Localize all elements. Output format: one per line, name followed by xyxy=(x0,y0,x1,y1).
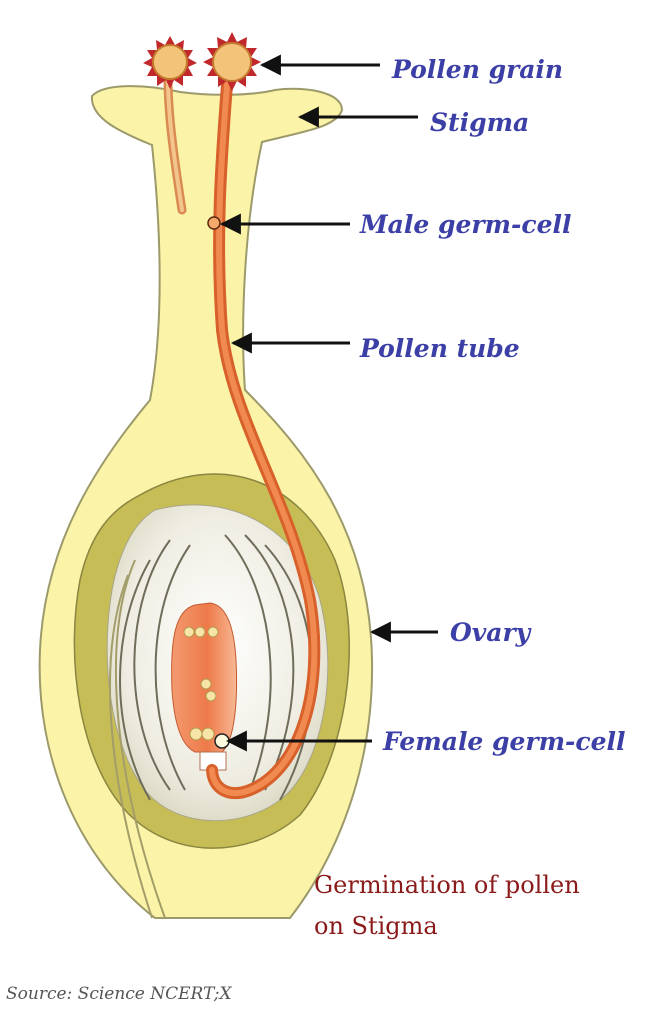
embryo-sac-nuclei xyxy=(183,626,228,747)
pointer-arrows xyxy=(219,54,438,752)
caption-line-2: on Stigma xyxy=(314,912,438,940)
pollen-grain-left xyxy=(143,36,197,89)
label-female-germ-cell: Female germ-cell xyxy=(382,727,626,756)
integument-lines xyxy=(119,534,314,801)
label-pollen-tube: Pollen tube xyxy=(359,334,520,363)
label-pollen-grain: Pollen grain xyxy=(391,55,563,84)
female-germ-cell xyxy=(214,733,230,749)
source-credit: Source: Science NCERT;X xyxy=(6,984,233,1004)
pollen-grain-right xyxy=(203,32,261,91)
caption-line-1: Germination of pollen xyxy=(314,871,580,899)
male-germ-cell xyxy=(207,216,221,230)
label-ovary: Ovary xyxy=(450,618,532,647)
label-stigma: Stigma xyxy=(430,108,529,137)
label-male-germ-cell: Male germ-cell xyxy=(359,210,572,239)
funicle xyxy=(109,559,166,919)
